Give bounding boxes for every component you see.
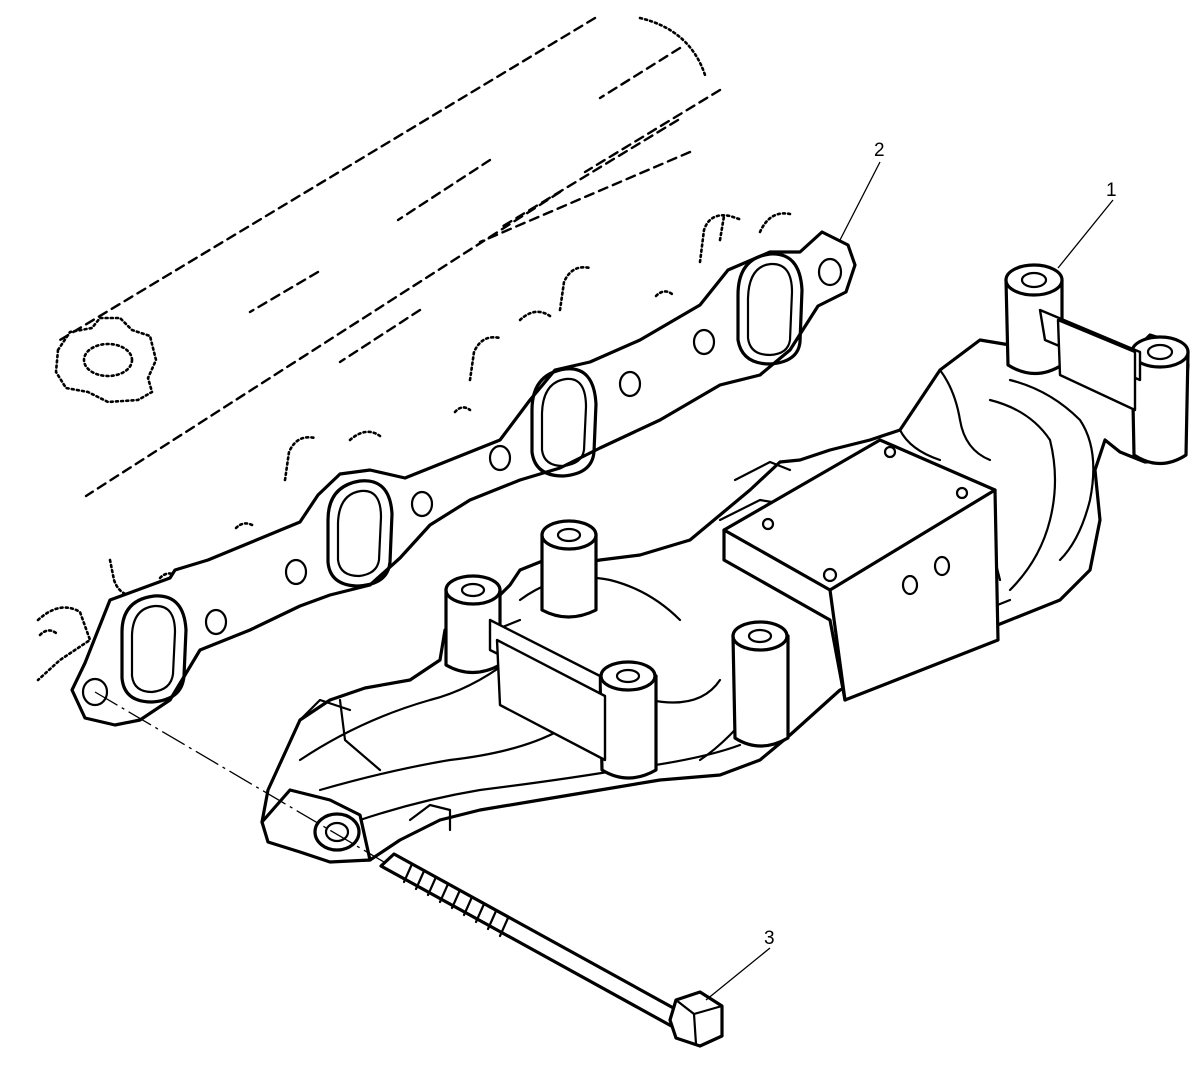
callout-leader-1	[1057, 199, 1114, 269]
cylinder-head-phantom	[36, 16, 792, 682]
callout-leader-2	[839, 161, 881, 241]
gasket-bolt-holes	[81, 257, 843, 707]
manifold-end-flange	[260, 788, 372, 864]
exhaust-manifold	[260, 263, 1190, 864]
alignment-centerline	[94, 691, 385, 863]
manifold-bosses	[444, 263, 1190, 780]
callout-number-1: 1	[1106, 180, 1117, 201]
manifold-center-block	[722, 438, 1000, 702]
callout-number-3: 3	[764, 928, 775, 949]
head-port-flange	[54, 316, 158, 404]
gasket-port-openings	[120, 252, 804, 704]
exhaust-manifold-gasket	[70, 230, 857, 727]
callout-number-2: 2	[874, 140, 885, 161]
bolt-thread	[402, 862, 510, 938]
callout-leader-3	[705, 947, 771, 1001]
manifold-bolt	[379, 852, 724, 1048]
